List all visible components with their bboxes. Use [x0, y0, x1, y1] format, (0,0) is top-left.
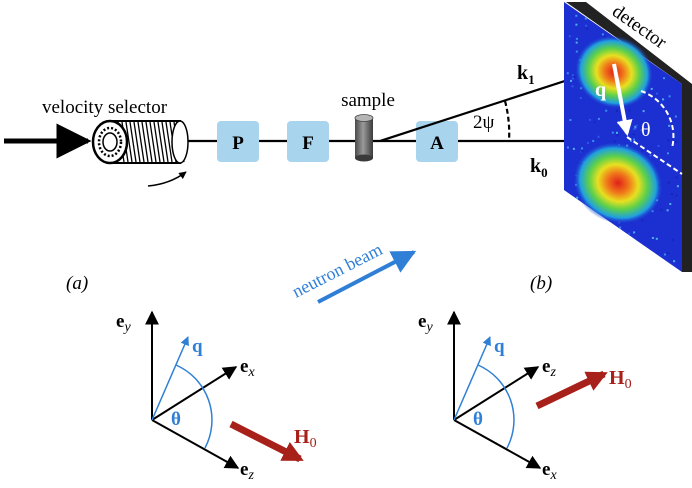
- velocity-selector-drum: [91, 119, 189, 165]
- detector-panel: q θ: [564, 2, 692, 272]
- panel-b-ez-label: ez: [542, 356, 556, 380]
- panel-b-label: (b): [530, 273, 552, 294]
- k0-label: k0: [530, 155, 548, 180]
- panel-a-ez-axis: [151, 419, 240, 469]
- polarizer-label: P: [232, 133, 244, 154]
- sample-label: sample: [341, 90, 395, 111]
- scattering-angle-arc: [503, 100, 511, 142]
- detector-theta-line: [626, 136, 683, 175]
- panel-a-q-vector: [151, 336, 189, 421]
- flipper-box: F: [287, 121, 329, 162]
- polarizer-box: P: [217, 121, 259, 162]
- panel-b-field-label: H0: [609, 367, 632, 392]
- velocity-selector-label: velocity selector: [42, 97, 168, 118]
- panel-b-field-arrow: [535, 370, 608, 410]
- rotation-arrow: [147, 171, 187, 187]
- panel-a-field-arrow: [229, 420, 304, 463]
- panel-b-theta-arc: [477, 364, 515, 449]
- panel-b-ey-label: ey: [418, 311, 433, 335]
- panel-a-coordinate-system: θ q ey ex ez H0: [116, 310, 317, 483]
- panel-a-ez-label: ez: [240, 459, 254, 483]
- detector-q-label: q: [595, 79, 606, 101]
- panel-a-field-label: H0: [294, 426, 317, 451]
- panel-b-ex-axis: [453, 419, 542, 469]
- panel-a-ex-label: ex: [240, 356, 255, 380]
- panel-a-theta-label: θ: [171, 409, 181, 430]
- panel-a-ey-label: ey: [116, 311, 131, 335]
- panel-a-ex-axis: [151, 366, 238, 421]
- detector-theta-arc: [640, 90, 675, 149]
- panel-b-ez-axis: [453, 366, 540, 421]
- panel-b-coordinate-system: θ q ey ez ex H0: [418, 310, 632, 483]
- k1-label: k1: [517, 62, 535, 87]
- panel-b-q-label: q: [494, 336, 505, 357]
- panel-a-label: (a): [66, 273, 88, 294]
- analyzer-box: A: [416, 121, 458, 162]
- flipper-label: F: [302, 133, 314, 154]
- q-vector-arrow: [612, 63, 633, 137]
- analyzer-label: A: [430, 133, 444, 154]
- panel-b-theta-label: θ: [473, 409, 483, 430]
- sample-cylinder: [354, 114, 374, 162]
- panel-a-theta-arc: [175, 364, 213, 449]
- panel-b-ex-label: ex: [542, 459, 557, 483]
- panel-b-q-vector: [453, 336, 491, 421]
- detector-theta-label: θ: [641, 119, 651, 141]
- scattering-angle-label: 2ψ: [473, 112, 495, 133]
- detector-blob-bottom: [573, 141, 663, 225]
- neutron-beam-arrow: [317, 250, 417, 304]
- panel-a-q-label: q: [192, 336, 203, 357]
